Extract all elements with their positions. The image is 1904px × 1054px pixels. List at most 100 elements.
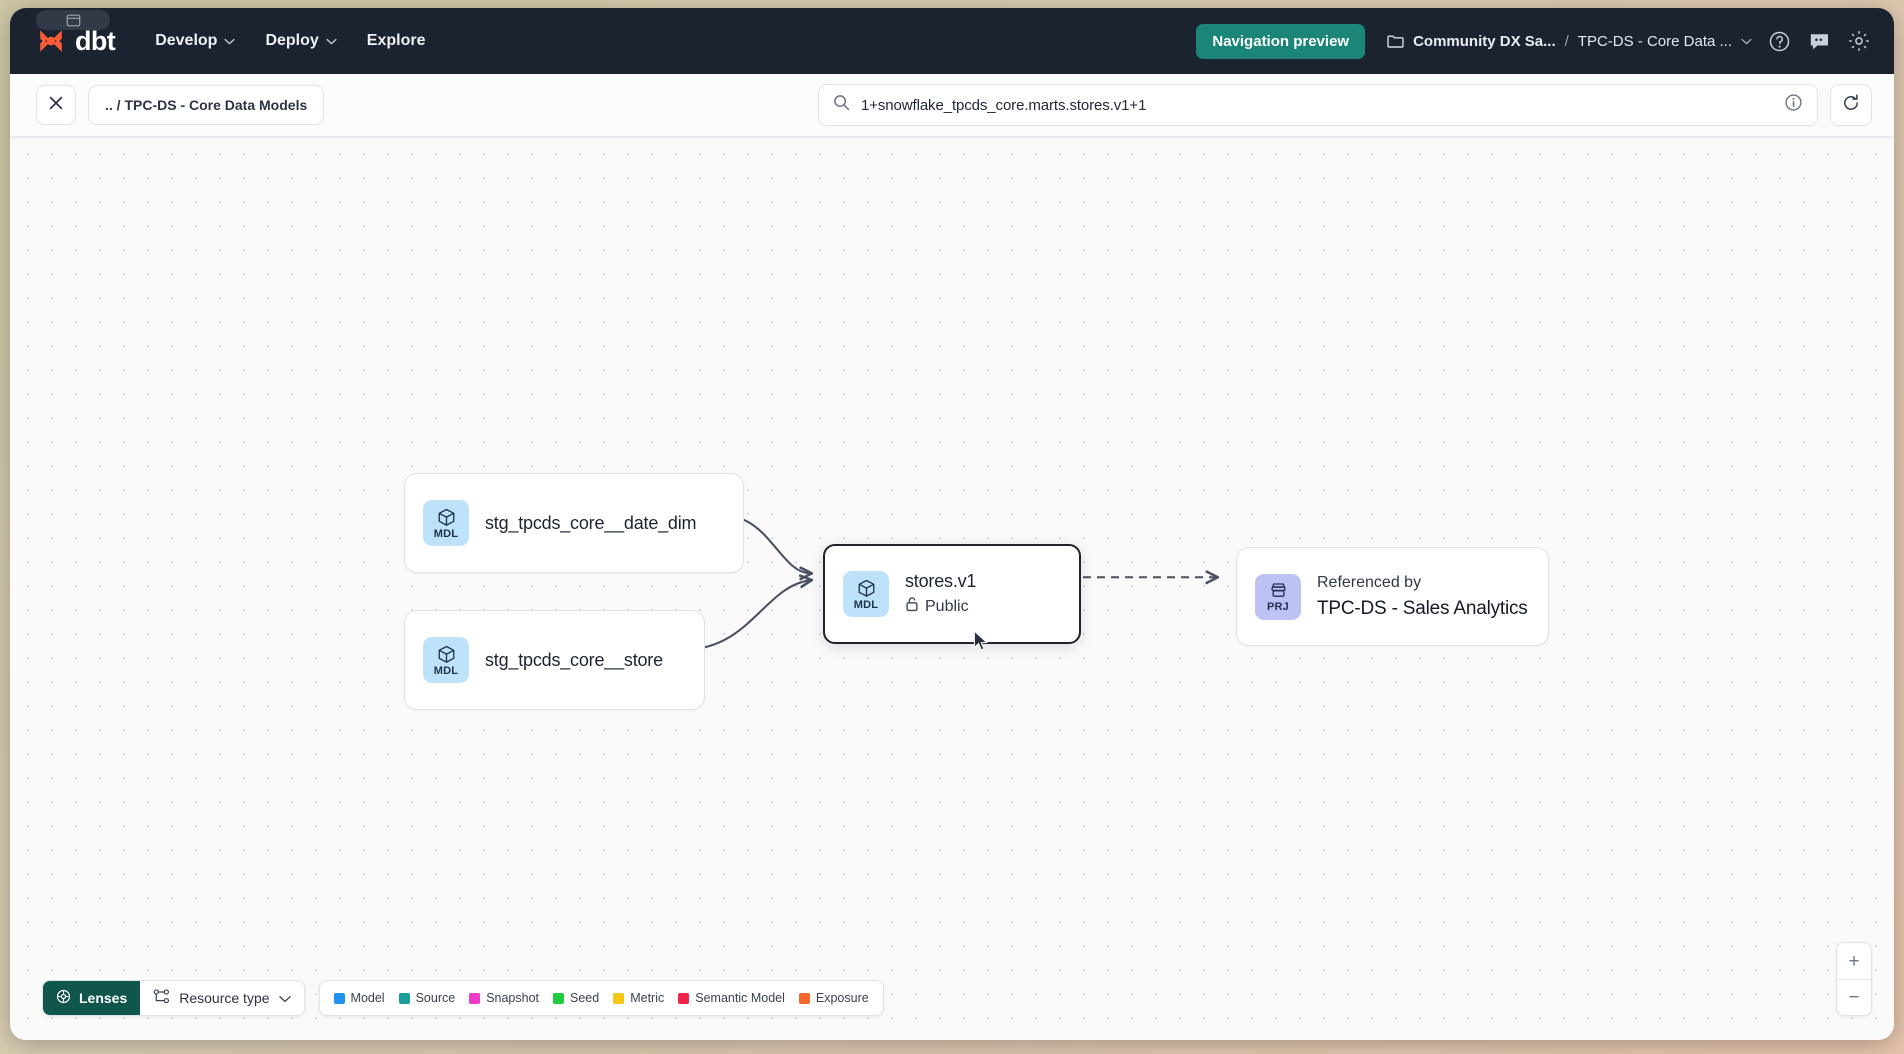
chevron-down-icon [326, 38, 337, 45]
legend-swatch [798, 992, 810, 1004]
nav-link-deploy-label: Deploy [265, 32, 319, 49]
legend-label: Source [415, 991, 456, 1005]
lineage-node-model-store[interactable]: MDL stg_tpcds_core__store [404, 610, 705, 710]
chevron-down-icon[interactable] [1741, 38, 1752, 45]
lens-controls-group: Lenses Resource type [42, 980, 305, 1016]
resource-badge-project: PRJ [1255, 573, 1301, 620]
legend-item: Exposure [798, 991, 869, 1005]
resource-type-legend: Model Source Snapshot Seed Metric [318, 980, 884, 1016]
cube-icon [856, 578, 877, 599]
legend-swatch [613, 992, 625, 1004]
lineage-node-model-date-dim[interactable]: MDL stg_tpcds_core__date_dim [404, 473, 744, 573]
primary-nav: Develop Deploy Explore [155, 32, 425, 50]
help-circle-icon[interactable] [1766, 28, 1792, 54]
chevron-down-icon [278, 990, 291, 1006]
resource-badge-label: PRJ [1267, 601, 1289, 613]
nav-link-develop[interactable]: Develop [155, 32, 236, 50]
breadcrumb-chip[interactable]: .. / TPC-DS - Core Data Models [88, 85, 325, 125]
node-eyebrow: Referenced by [1317, 573, 1422, 591]
lineage-canvas[interactable]: MDL stg_tpcds_core__date_dim MDL stg_tpc… [10, 136, 1894, 1040]
topnav-right-group: Navigation preview Community DX Sa... / … [1196, 23, 1872, 59]
node-body: Referenced by TPC-DS - Sales Analytics [1317, 573, 1528, 621]
legend-item: Model [333, 991, 385, 1005]
resource-badge-label: MDL [433, 664, 459, 677]
legend-label: Metric [630, 991, 665, 1005]
cube-icon [436, 507, 457, 528]
nav-link-deploy[interactable]: Deploy [265, 32, 337, 50]
nav-link-develop-label: Develop [155, 32, 218, 49]
toolbar-left-group: .. / TPC-DS - Core Data Models [36, 85, 325, 125]
zoom-out-button[interactable]: − [1837, 979, 1871, 1015]
legend-label: Model [350, 991, 385, 1005]
zoom-controls: + − [1836, 942, 1872, 1016]
node-access-label: Public [925, 597, 969, 615]
breadcrumb-account[interactable]: Community DX Sa... [1413, 32, 1556, 50]
lineage-node-project-sales-analytics[interactable]: PRJ Referenced by TPC-DS - Sales Analyti… [1236, 547, 1549, 646]
legend-item: Seed [553, 991, 599, 1005]
zoom-in-button[interactable]: + [1848, 950, 1860, 972]
resource-badge-model: MDL [843, 571, 889, 617]
search-icon [833, 94, 850, 116]
legend-swatch [398, 992, 410, 1004]
legend-item: Metric [613, 991, 664, 1005]
breadcrumb: Community DX Sa... / TPC-DS - Core Data … [1387, 33, 1752, 50]
nav-link-explore-label: Explore [366, 32, 426, 49]
search-area [818, 84, 1872, 126]
feedback-icon[interactable] [1806, 28, 1832, 54]
lens-icon [56, 989, 71, 1007]
node-access: Public [905, 596, 976, 617]
close-icon [48, 95, 64, 116]
gear-icon[interactable] [1846, 28, 1872, 54]
dbt-logo[interactable]: dbt [36, 25, 116, 56]
lineage-toolbar: .. / TPC-DS - Core Data Models [10, 74, 1894, 136]
refresh-button[interactable] [1830, 84, 1872, 126]
legend-item: Snapshot [469, 991, 539, 1005]
navigation-preview-button[interactable]: Navigation preview [1196, 23, 1366, 59]
legend-swatch [469, 992, 481, 1004]
resource-type-label: Resource type [179, 990, 270, 1006]
legend-swatch [678, 992, 690, 1004]
legend-item: Semantic Model [678, 991, 785, 1005]
window-chrome-pill [36, 10, 110, 30]
node-title: stores.v1 [905, 571, 977, 591]
lineage-search-box[interactable] [818, 84, 1818, 126]
legend-label: Seed [570, 991, 600, 1005]
info-circle-icon[interactable] [1784, 93, 1803, 117]
breadcrumb-project[interactable]: TPC-DS - Core Data ... [1577, 32, 1732, 50]
lenses-button-label: Lenses [79, 990, 128, 1006]
app-window: dbt Develop Deploy Explore Navigation pr… [10, 8, 1894, 1040]
resource-badge-model: MDL [423, 500, 469, 546]
legend-label: Semantic Model [695, 991, 785, 1005]
dbt-x-logo-icon [36, 26, 66, 56]
resource-badge-label: MDL [853, 598, 879, 611]
legend-label: Exposure [815, 991, 869, 1005]
lineage-bottom-bar: Lenses Resource type [42, 980, 884, 1016]
project-stack-icon [1268, 580, 1289, 601]
legend-item: Source [398, 991, 456, 1005]
legend-swatch [553, 992, 565, 1004]
canvas-top-divider [10, 136, 1894, 138]
node-title: stg_tpcds_core__date_dim [485, 512, 697, 533]
dbt-logo-text: dbt [75, 25, 116, 56]
node-title: stg_tpcds_core__store [485, 649, 663, 670]
breadcrumb-separator: / [1564, 32, 1569, 50]
refresh-icon [1841, 93, 1861, 118]
window-icon [66, 14, 81, 27]
lineage-node-model-stores-v1[interactable]: MDL stores.v1 Public [823, 544, 1081, 644]
resource-type-dropdown[interactable]: Resource type [140, 981, 304, 1015]
legend-swatch [333, 992, 345, 1004]
cube-icon [436, 644, 457, 665]
folder-icon [1387, 34, 1404, 48]
resource-badge-model: MDL [423, 637, 469, 683]
chevron-down-icon [224, 38, 236, 45]
node-title: TPC-DS - Sales Analytics [1317, 597, 1528, 619]
search-input[interactable] [861, 96, 1773, 114]
close-lineage-button[interactable] [36, 85, 76, 125]
unlock-icon [905, 596, 919, 617]
resource-badge-label: MDL [433, 527, 459, 540]
lenses-button[interactable]: Lenses [43, 981, 141, 1015]
legend-label: Snapshot [486, 991, 540, 1005]
nav-link-explore[interactable]: Explore [367, 32, 426, 50]
node-body: stores.v1 Public [905, 571, 976, 617]
top-navigation-bar: dbt Develop Deploy Explore Navigation pr… [10, 8, 1894, 74]
